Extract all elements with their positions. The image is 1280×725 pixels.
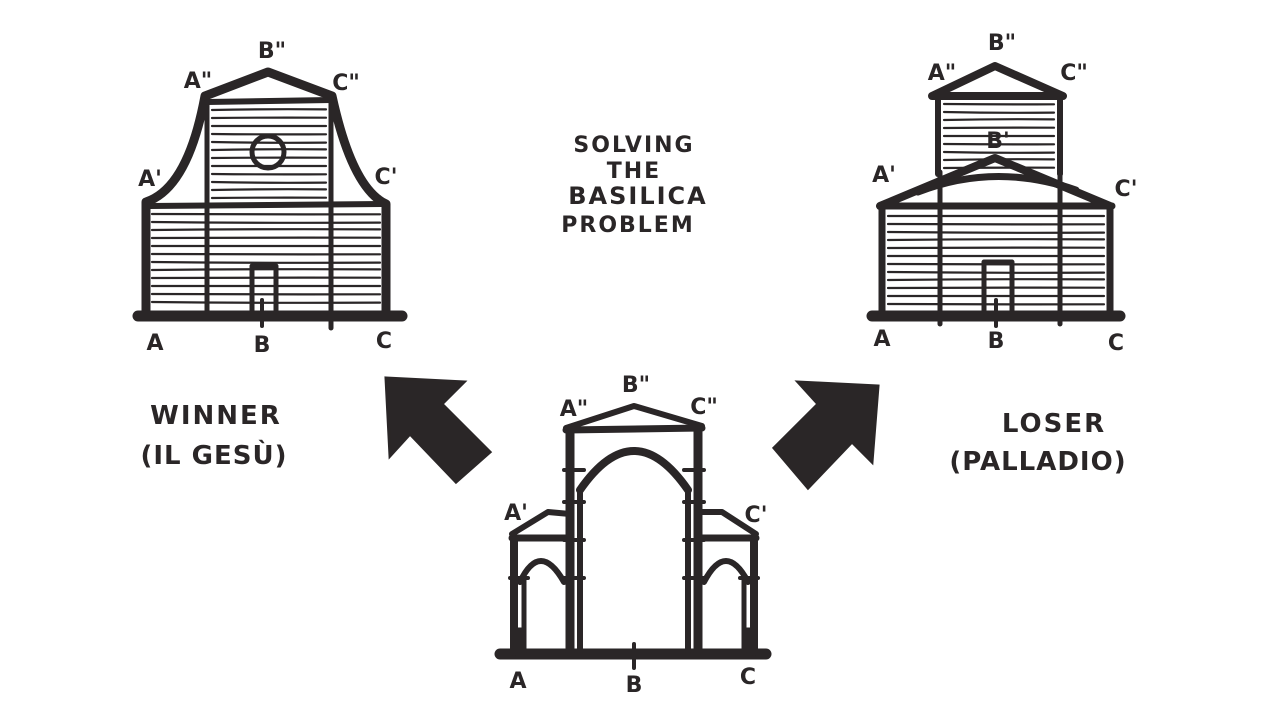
basilica-section-drawing bbox=[500, 406, 766, 668]
palladio-label-b1: B' bbox=[986, 129, 1010, 154]
section-label-c2: C" bbox=[690, 395, 718, 420]
hatch-line bbox=[212, 149, 326, 150]
loser-sublabel: (PALLADIO) bbox=[949, 447, 1126, 477]
hatch-line bbox=[152, 269, 380, 270]
section-label-c1: C' bbox=[745, 503, 768, 528]
palladio-label-a: A bbox=[873, 327, 890, 352]
hatch-line bbox=[152, 302, 380, 303]
hatch-line bbox=[944, 119, 1054, 120]
section-label-a1: A' bbox=[504, 501, 528, 526]
gesu-label-a: A bbox=[146, 331, 163, 356]
hatch-line bbox=[888, 232, 1104, 233]
loser-label: LOSER bbox=[1002, 409, 1106, 439]
gesu-label-c: C bbox=[376, 329, 392, 354]
gesu-label-c1: C' bbox=[375, 165, 398, 190]
palladio-label-a2: A" bbox=[928, 61, 957, 86]
gesu-label-a1: A' bbox=[138, 167, 162, 192]
hatch-line bbox=[152, 229, 380, 230]
palladio-label-b2: B" bbox=[988, 31, 1016, 56]
gesu-label-c2: C" bbox=[332, 71, 360, 96]
hatch-line bbox=[212, 142, 326, 143]
title-line-3: BASILICA bbox=[568, 182, 708, 210]
hatch-line bbox=[212, 189, 326, 190]
palladio-label-c1: C' bbox=[1115, 177, 1138, 202]
loser-arrow-icon bbox=[774, 382, 878, 488]
palladio-label-c: C bbox=[1108, 331, 1124, 356]
hatch-line bbox=[944, 112, 1054, 113]
palladio-label-a1: A' bbox=[872, 163, 896, 188]
palladio-label-b: B bbox=[988, 329, 1005, 354]
hatch-line bbox=[888, 239, 1104, 240]
palladio-label-c2: C" bbox=[1060, 61, 1088, 86]
section-label-b2: B" bbox=[622, 373, 650, 398]
hatch-line bbox=[152, 262, 380, 263]
section-label-a2: A" bbox=[560, 397, 589, 422]
section-label-c: C bbox=[740, 665, 756, 690]
title-line-4: PROBLEM bbox=[561, 213, 694, 238]
hatch-line bbox=[152, 222, 380, 223]
palladio-facade-drawing bbox=[872, 66, 1120, 326]
gesu-label-b2: B" bbox=[258, 39, 286, 64]
hatch-line bbox=[888, 279, 1104, 280]
section-label-a: A bbox=[509, 669, 526, 694]
hatch-line bbox=[888, 272, 1104, 273]
section-label-b: B bbox=[626, 673, 643, 698]
winner-arrow-icon bbox=[386, 378, 490, 482]
winner-sublabel: (IL GESÙ) bbox=[141, 439, 288, 471]
title-line-1: SOLVING bbox=[573, 133, 694, 158]
gesu-facade-drawing bbox=[138, 72, 402, 328]
title-line-2: THE bbox=[607, 159, 661, 184]
gesu-label-a2: A" bbox=[184, 69, 213, 94]
hatch-line bbox=[212, 182, 326, 183]
hatch-line bbox=[212, 109, 326, 110]
winner-label: WINNER bbox=[150, 401, 282, 431]
gesu-label-b: B bbox=[254, 333, 271, 358]
